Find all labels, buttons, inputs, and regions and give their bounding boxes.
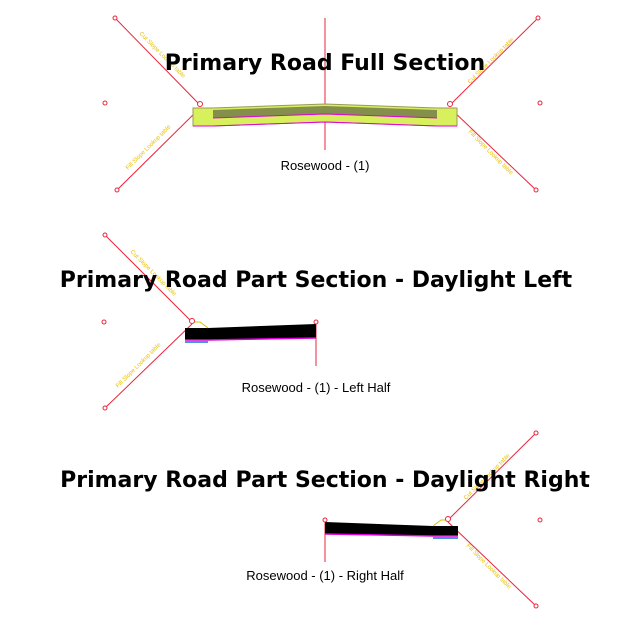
node-dot xyxy=(102,232,108,238)
node-dot xyxy=(102,100,108,106)
fill-slope-ray-left xyxy=(104,323,193,409)
node-dot xyxy=(533,603,539,609)
fill-slope-ray-right xyxy=(447,521,537,607)
subgrade-line xyxy=(193,121,457,127)
node-dot xyxy=(535,15,541,21)
hinge-dot-right xyxy=(447,101,453,107)
pavement-edge-line xyxy=(212,113,438,119)
node-dot xyxy=(533,187,539,193)
fill-slope-ray-right xyxy=(449,107,537,191)
cut-slope-ray-left xyxy=(104,234,193,323)
section-daylight-left: Cut Slope Lookup table Fill Slope Lookup… xyxy=(60,232,573,411)
subgrade-line xyxy=(185,337,317,341)
cut-slope-ray-right xyxy=(449,17,539,106)
node-dot xyxy=(533,430,539,436)
fill-slope-label-right: Fill Slope Lookup table xyxy=(465,543,513,591)
fill-slope-label-left: Fill Slope Lookup table xyxy=(115,342,163,390)
node-dot xyxy=(102,405,108,411)
subgrade-line xyxy=(324,533,458,537)
section-subtitle: Rosewood - (1) xyxy=(281,158,370,173)
pavement-section xyxy=(325,522,458,536)
fill-slope-ray-left xyxy=(116,107,201,191)
centerline-dot xyxy=(313,319,319,325)
section-title: Primary Road Part Section - Daylight Rig… xyxy=(60,468,590,493)
node-dot xyxy=(114,187,120,193)
pavement-layers xyxy=(213,106,437,118)
section-title: Primary Road Full Section xyxy=(165,51,485,76)
pavement-section xyxy=(185,324,316,340)
section-subtitle: Rosewood - (1) - Left Half xyxy=(242,380,391,395)
section-full: Cut Slope Lookup table Fill Slope Lookup… xyxy=(102,15,543,193)
fill-slope-label-left: Fill Slope Lookup table xyxy=(125,124,173,172)
centerline-dot xyxy=(322,517,328,523)
cut-slope-ray-right xyxy=(447,432,537,521)
section-daylight-right: Cut Slope Lookup table Fill Slope Lookup… xyxy=(60,430,590,609)
cut-slope-ray-left xyxy=(114,17,201,106)
section-subtitle: Rosewood - (1) - Right Half xyxy=(246,568,404,583)
curb-outline xyxy=(192,321,209,329)
hinge-dot-right xyxy=(445,516,451,522)
section-title: Primary Road Part Section - Daylight Lef… xyxy=(60,268,573,293)
hinge-dot-left xyxy=(197,101,203,107)
node-dot xyxy=(101,319,107,325)
node-dot xyxy=(537,517,543,523)
node-dot xyxy=(112,15,118,21)
hinge-dot-left xyxy=(189,318,195,324)
node-dot xyxy=(537,100,543,106)
fill-slope-label-right: Fill Slope Lookup table xyxy=(467,129,515,177)
